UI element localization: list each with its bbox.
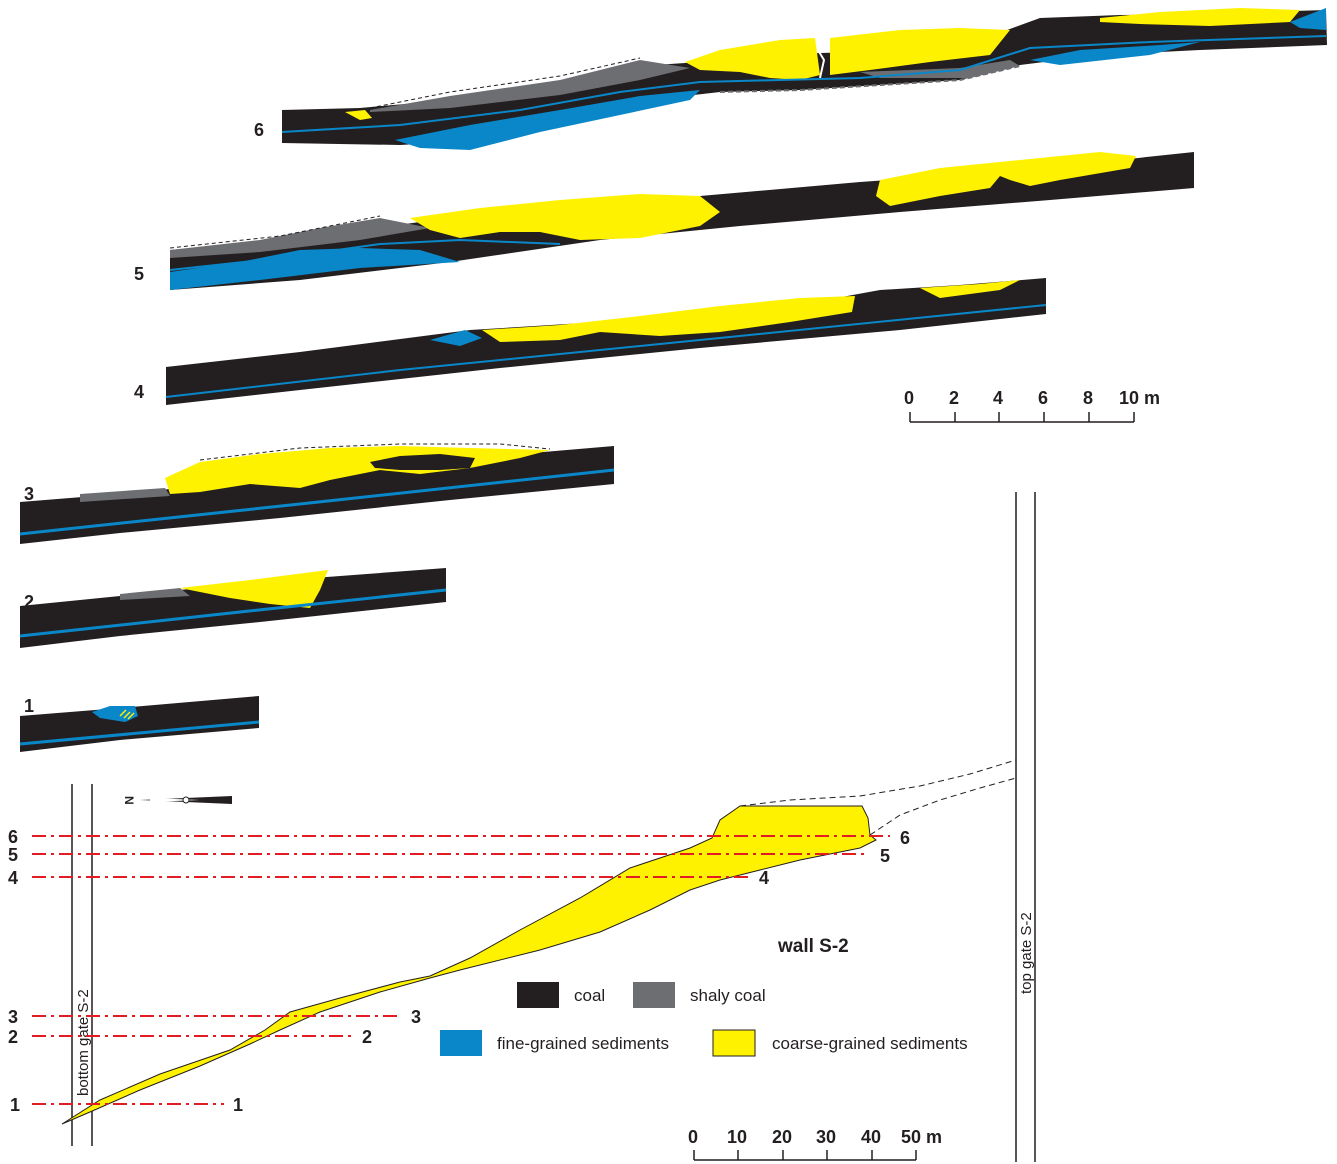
legend-label-shaly-coal: shaly coal	[690, 986, 766, 1005]
scale-small-tick-5: 10 m	[1119, 388, 1160, 408]
section-6-fine-sediments-edge	[1290, 8, 1326, 30]
section-3-shaly-coal	[80, 488, 170, 502]
cross-section-4	[165, 278, 1047, 405]
section-6-coarse-sediments-right	[1100, 8, 1300, 26]
section-2-coarse-sediments	[180, 570, 328, 608]
map-left-label-3: 3	[8, 1007, 18, 1027]
cross-section-3	[19, 443, 615, 544]
north-arrow-icon: N	[122, 796, 232, 805]
section-4-fine-sediments	[430, 330, 482, 346]
channel-dashed-lower	[869, 777, 1017, 836]
section-4-coarse-sediments	[482, 296, 855, 342]
section-2-interbed-line	[19, 588, 447, 638]
cross-section-2	[19, 568, 447, 648]
cross-section-1	[19, 696, 260, 752]
section-5-interbed-line	[169, 238, 561, 271]
section-label-4: 4	[134, 382, 144, 402]
channel-dashed-upper	[739, 759, 1017, 807]
section-1-fine-sediments	[92, 706, 138, 722]
map-left-label-4: 4	[8, 868, 18, 888]
plan-map: bottom gate S-2 top gate S-2 N 6 5	[8, 492, 1036, 1162]
section-6-fine-sediments-right	[1030, 42, 1200, 65]
section-label-5: 5	[134, 264, 144, 284]
map-left-label-5: 5	[8, 845, 18, 865]
scale-large-tick-5: 50 m	[901, 1127, 942, 1147]
section-1-coarse-streaks	[119, 709, 135, 720]
section-5-coarse-sediments	[410, 194, 720, 240]
section-4-coarse-sediments-right	[920, 280, 1020, 298]
section-6-fault	[816, 35, 826, 79]
map-left-label-6: 6	[8, 827, 18, 847]
legend-item-coarse: coarse-grained sediments	[712, 1029, 968, 1057]
section-5-dashed-top	[169, 215, 381, 249]
legend-swatch-fine	[440, 1030, 482, 1056]
section-3-interbed-line	[19, 468, 615, 536]
map-right-label-4: 4	[759, 868, 769, 888]
legend-item-fine: fine-grained sediments	[440, 1030, 669, 1056]
section-label-1: 1	[24, 696, 34, 716]
legend-swatch-shaly-coal	[633, 982, 675, 1008]
map-right-label-2: 2	[362, 1027, 372, 1047]
scale-small-tick-1: 2	[949, 388, 959, 408]
section-6-shaly-coal-right	[860, 60, 1020, 78]
section-3-coal-lens	[370, 454, 475, 470]
map-right-label-5: 5	[880, 846, 890, 866]
scale-large-tick-3: 30	[816, 1127, 836, 1147]
section-4-coal-body	[166, 278, 1046, 405]
section-3-dashed-top	[199, 443, 551, 461]
section-5-coarse-sediments-right	[876, 152, 1136, 206]
map-right-label-3: 3	[411, 1007, 421, 1027]
scale-small-tick-0: 0	[904, 388, 914, 408]
legend-swatch-coarse	[712, 1029, 756, 1057]
scale-small-tick-2: 4	[993, 388, 1003, 408]
section-2-shaly-coal	[120, 588, 190, 600]
section-6-dashed-top	[369, 57, 641, 109]
section-5-fine-sediments	[170, 248, 460, 290]
section-2-coal-body	[20, 568, 446, 648]
north-arrow-label: N	[122, 796, 136, 805]
section-lines	[32, 835, 890, 1105]
scale-large-tick-0: 0	[688, 1127, 698, 1147]
map-right-label-6: 6	[900, 828, 910, 848]
legend-label-coarse: coarse-grained sediments	[772, 1034, 968, 1053]
cross-section-6	[281, 8, 1327, 150]
map-right-label-1: 1	[233, 1095, 243, 1115]
section-label-3: 3	[24, 484, 34, 504]
scale-bar-map: 0 10 20 30 40 50 m	[688, 1127, 942, 1161]
section-label-2: 2	[24, 592, 34, 612]
legend: coal shaly coal fine-grained sediments c…	[440, 982, 968, 1057]
scale-bar-sections: 0 2 4 6 8 10 m	[904, 388, 1160, 423]
legend-item-coal: coal	[517, 982, 605, 1008]
section-6-interbed-line	[281, 35, 1327, 133]
scale-large-tick-4: 40	[861, 1127, 881, 1147]
legend-swatch-coal	[517, 982, 559, 1008]
map-title: wall S-2	[777, 936, 849, 957]
section-6-shaly-coal	[370, 60, 690, 112]
section-6-fine-sediments	[395, 90, 700, 150]
scale-small-tick-3: 6	[1038, 388, 1048, 408]
cross-section-5	[169, 152, 1194, 290]
section-5-shaly-coal	[170, 218, 430, 258]
section-1-interbed-line	[19, 720, 260, 746]
section-6-dashed-base	[719, 65, 1021, 93]
legend-item-shaly-coal: shaly coal	[633, 982, 766, 1008]
legend-label-fine: fine-grained sediments	[497, 1034, 669, 1053]
bottom-gate-label: bottom gate S-2	[75, 989, 92, 1096]
top-gate-label: top gate S-2	[1018, 912, 1035, 994]
section-6-coarse-sediments	[685, 38, 820, 80]
map-left-label-2: 2	[8, 1027, 18, 1047]
section-6-coarse-sediments-left	[345, 110, 372, 120]
scale-large-tick-1: 10	[727, 1127, 747, 1147]
legend-label-coal: coal	[574, 986, 605, 1005]
section-6-coarse-sediments-mid	[830, 28, 1010, 75]
scale-small-tick-4: 8	[1083, 388, 1093, 408]
map-left-label-1: 1	[10, 1095, 20, 1115]
scale-large-tick-2: 20	[772, 1127, 792, 1147]
section-4-interbed-line	[165, 304, 1047, 398]
section-label-6: 6	[254, 120, 264, 140]
